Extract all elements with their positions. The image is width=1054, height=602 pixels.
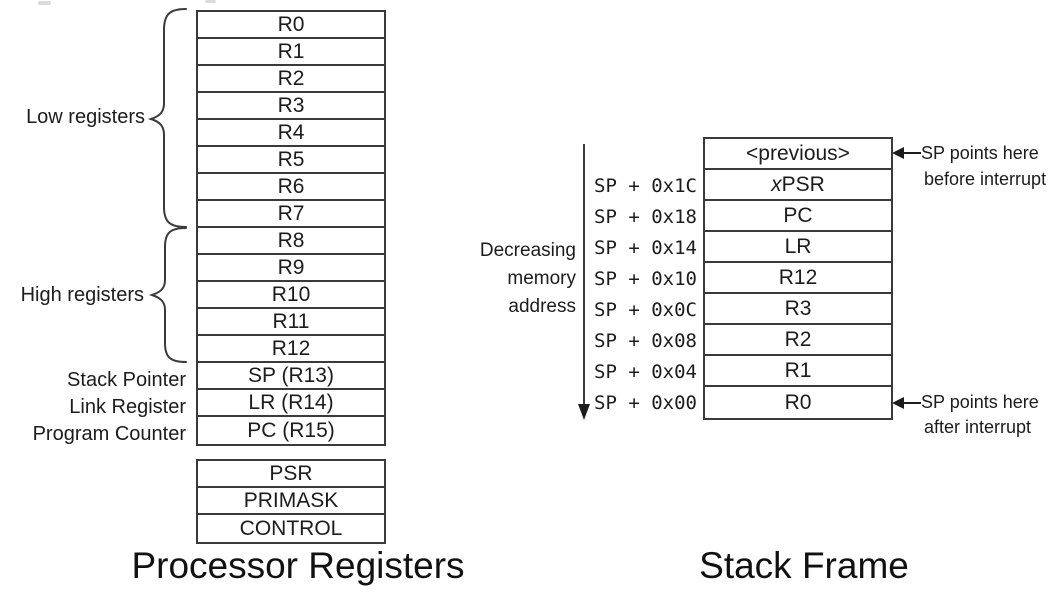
stack-offset-label: SP + 0x1C: [594, 174, 697, 197]
register-cell: R2: [198, 66, 384, 93]
register-cell: SP (R13): [198, 363, 384, 390]
sp-after-note: SP points here after interrupt: [921, 390, 1039, 440]
low-registers-brace: [147, 8, 187, 228]
stack-frame-cell: PC: [705, 201, 891, 232]
sp-after-line-1: SP points here: [921, 392, 1039, 412]
stack-offset-label: SP + 0x18: [594, 205, 697, 228]
stack-value: R1: [784, 359, 812, 382]
stack-offset-label: SP + 0x0C: [594, 298, 697, 321]
stack-frame-cell: LR: [705, 232, 891, 263]
register-cell: R3: [198, 93, 384, 120]
stack-frame-cell: R1: [705, 356, 891, 387]
register-cell: R11: [198, 309, 384, 336]
high-registers-label: High registers: [20, 284, 144, 306]
register-cell: PC (R15): [198, 417, 384, 444]
sp-after-line-2: after interrupt: [924, 417, 1032, 437]
stack-offset-label: SP + 0x04: [594, 360, 697, 383]
decreasing-line-2: memory: [507, 268, 576, 289]
register-cell: LR (R14): [198, 390, 384, 417]
program-counter-label: Program Counter: [32, 423, 186, 445]
register-cell: R0: [198, 12, 384, 39]
stack-frame-cell: R12: [705, 263, 891, 294]
sp-after-arrow: [892, 397, 921, 409]
low-registers-label: Low registers: [26, 106, 145, 128]
special-register-table: PSR PRIMASK CONTROL: [196, 459, 386, 544]
special-register-cell: CONTROL: [198, 515, 384, 542]
sp-before-line-1: SP points here: [921, 143, 1039, 163]
register-cell: R9: [198, 255, 384, 282]
stack-offset-label: SP + 0x10: [594, 267, 697, 290]
stack-frame-title: Stack Frame: [699, 545, 909, 586]
stack-offset-label: SP + 0x00: [594, 391, 697, 414]
stack-frame-cell: R0: [705, 387, 891, 418]
register-cell: R8: [198, 228, 384, 255]
artifact-smudge: [38, 1, 51, 5]
decreasing-memory-label: Decreasing memory address: [428, 237, 576, 321]
decreasing-line-3: address: [508, 296, 576, 317]
sp-before-note: SP points here before interrupt: [921, 140, 1046, 192]
stack-value: R0: [784, 391, 812, 414]
processor-registers-title: Processor Registers: [131, 545, 465, 586]
stack-offset-label: SP + 0x08: [594, 329, 697, 352]
register-cell: R7: [198, 201, 384, 228]
register-cell: R10: [198, 282, 384, 309]
sp-before-arrow: [892, 147, 921, 159]
high-registers-brace: [148, 227, 187, 363]
register-group-braces: [147, 8, 187, 363]
stack-value-italic-prefix: x: [771, 173, 782, 196]
stack-frame-cell: <previous>: [705, 139, 891, 170]
processor-register-table: R0 R1 R2 R3 R4 R5 R6 R7 R8 R9 R10 R11 R1…: [196, 10, 386, 446]
sp-before-line-2: before interrupt: [924, 169, 1047, 189]
decreasing-memory-arrow: [578, 144, 590, 420]
link-register-label: Link Register: [69, 396, 186, 418]
stack-offset-label: SP + 0x14: [594, 236, 697, 259]
register-cell: R5: [198, 147, 384, 174]
stack-frame-cell: R2: [705, 325, 891, 356]
stack-offset-column: SP + 0x1C SP + 0x18 SP + 0x14 SP + 0x10 …: [545, 139, 697, 418]
stack-pointer-label: Stack Pointer: [67, 369, 186, 391]
register-cell: R6: [198, 174, 384, 201]
stack-value: R2: [784, 328, 812, 351]
stack-frame-cell: R3: [705, 294, 891, 325]
stack-value: PSR: [781, 173, 825, 196]
register-cell: R12: [198, 336, 384, 363]
decreasing-line-1: Decreasing: [479, 240, 576, 261]
register-cell: R1: [198, 39, 384, 66]
stack-value: LR: [784, 235, 812, 258]
stack-value: <previous>: [746, 142, 850, 165]
special-register-cell: PRIMASK: [198, 488, 384, 515]
artifact-smudge: [205, 0, 216, 3]
stack-value: PC: [783, 204, 813, 227]
stack-value: R12: [778, 266, 818, 289]
special-register-cell: PSR: [198, 461, 384, 488]
stack-offset-label: [545, 139, 697, 170]
stack-value: R3: [784, 297, 812, 320]
register-cell: R4: [198, 120, 384, 147]
